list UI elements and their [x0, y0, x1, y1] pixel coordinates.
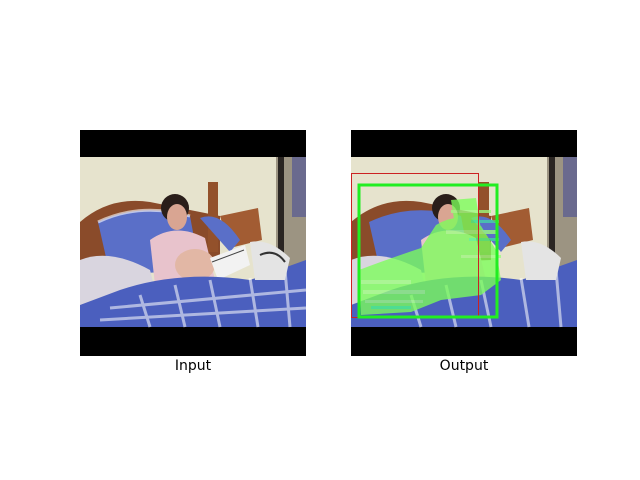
input-caption: Input: [174, 358, 212, 374]
output-image-panel: [351, 130, 577, 356]
input-photo: [80, 157, 306, 328]
input-image-panel: [80, 130, 306, 356]
segmentation-mask: [359, 198, 501, 315]
detection-box: [357, 183, 499, 319]
output-caption: Output: [439, 358, 489, 374]
output-photo: [351, 157, 577, 328]
